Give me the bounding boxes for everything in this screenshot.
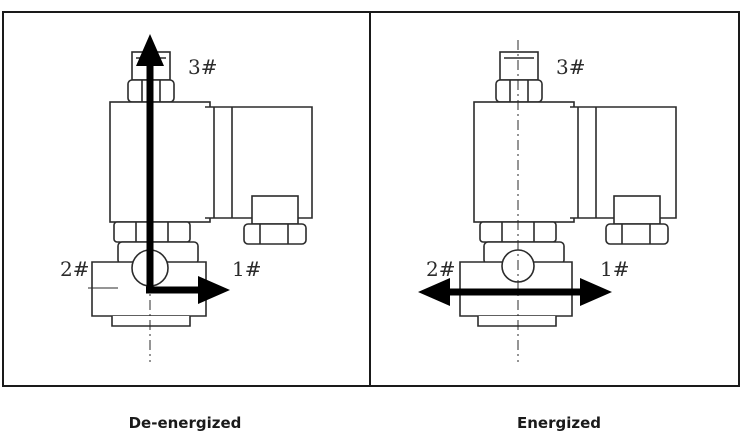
flow-arrow-left (136, 34, 230, 304)
port-label-right-left: 1# (232, 257, 261, 281)
port-label-left-right: 2# (426, 257, 455, 281)
port-label-top-left: 3# (188, 55, 217, 79)
flow-arrow-right (418, 278, 612, 306)
caption-energized: Energized (516, 414, 602, 432)
port-label-left-left: 2# (60, 257, 89, 281)
valve-right (459, 51, 677, 327)
valve-left (91, 51, 313, 327)
port-label-right-right: 1# (600, 257, 629, 281)
caption-de-energized: De-energized (128, 414, 242, 432)
port-label-top-right: 3# (556, 55, 585, 79)
